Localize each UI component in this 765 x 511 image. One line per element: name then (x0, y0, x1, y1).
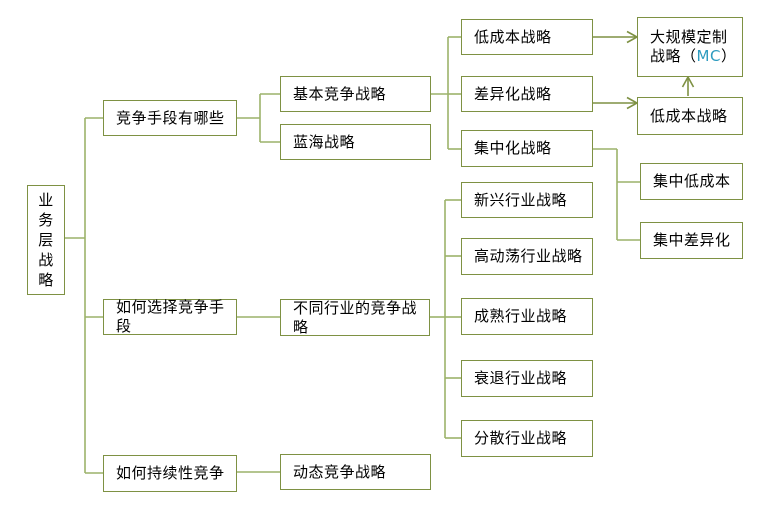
arrowhead-e2-e1 (681, 75, 695, 88)
node-how-sustain-competition[interactable]: 如何持续性竞争 (103, 455, 237, 492)
node-how-choose-competitive-means[interactable]: 如何选择竞争手段 (103, 298, 237, 335)
node-what-competitive-means[interactable]: 竞争手段有哪些 (103, 100, 237, 136)
node-focused-differentiation[interactable]: 集中差异化 (640, 222, 743, 259)
node-label: 大规模定制 战略（MC） (650, 28, 736, 66)
node-label: 不同行业的竞争战略 (293, 298, 418, 336)
node-turbulent-industry-strategy[interactable]: 高动荡行业战略 (461, 238, 593, 275)
node-label: 如何持续性竞争 (116, 464, 225, 483)
node-label: 衰退行业战略 (474, 369, 568, 388)
node-label: 业务层战略 (38, 191, 54, 289)
node-label: 低成本战略 (650, 106, 728, 125)
node-differentiation-strategy[interactable]: 差异化战略 (461, 76, 593, 112)
node-basic-competitive-strategy[interactable]: 基本竞争战略 (280, 76, 431, 112)
node-low-cost-strategy-secondary[interactable]: 低成本战略 (637, 97, 743, 135)
mc-highlight-text: MC (696, 47, 721, 65)
node-label: 竞争手段有哪些 (116, 108, 225, 127)
node-label: 集中化战略 (474, 139, 552, 158)
node-blue-ocean-strategy[interactable]: 蓝海战略 (280, 124, 431, 160)
node-low-cost-strategy[interactable]: 低成本战略 (461, 19, 593, 55)
node-label: 分散行业战略 (474, 429, 568, 448)
node-label: 高动荡行业战略 (474, 247, 583, 266)
mc-label-line2-prefix: 战略（ (650, 47, 697, 65)
node-fragmented-industry-strategy[interactable]: 分散行业战略 (461, 420, 593, 457)
node-business-layer-strategy[interactable]: 业务层战略 (27, 185, 65, 295)
node-label: 蓝海战略 (293, 132, 356, 151)
node-label: 成熟行业战略 (474, 307, 568, 326)
node-label: 低成本战略 (474, 27, 552, 46)
node-focused-low-cost[interactable]: 集中低成本 (640, 163, 743, 200)
node-label: 集中差异化 (653, 231, 731, 250)
node-label: 新兴行业战略 (474, 190, 568, 209)
mc-label-line1: 大规模定制 (650, 28, 728, 47)
node-label: 集中低成本 (653, 172, 731, 191)
node-focus-strategy[interactable]: 集中化战略 (461, 130, 593, 167)
node-mature-industry-strategy[interactable]: 成熟行业战略 (461, 298, 593, 335)
node-label: 基本竞争战略 (293, 84, 387, 103)
node-label: 动态竞争战略 (293, 462, 387, 481)
node-dynamic-competitive-strategy[interactable]: 动态竞争战略 (280, 454, 431, 490)
node-emerging-industry-strategy[interactable]: 新兴行业战略 (461, 182, 593, 218)
node-industry-competitive-strategies[interactable]: 不同行业的竞争战略 (280, 299, 430, 336)
node-mass-customization-strategy[interactable]: 大规模定制 战略（MC） (637, 17, 743, 77)
node-label: 差异化战略 (474, 84, 552, 103)
node-declining-industry-strategy[interactable]: 衰退行业战略 (461, 360, 593, 397)
mc-label-line2-suffix: ） (720, 47, 737, 65)
node-label: 如何选择竞争手段 (116, 298, 225, 335)
